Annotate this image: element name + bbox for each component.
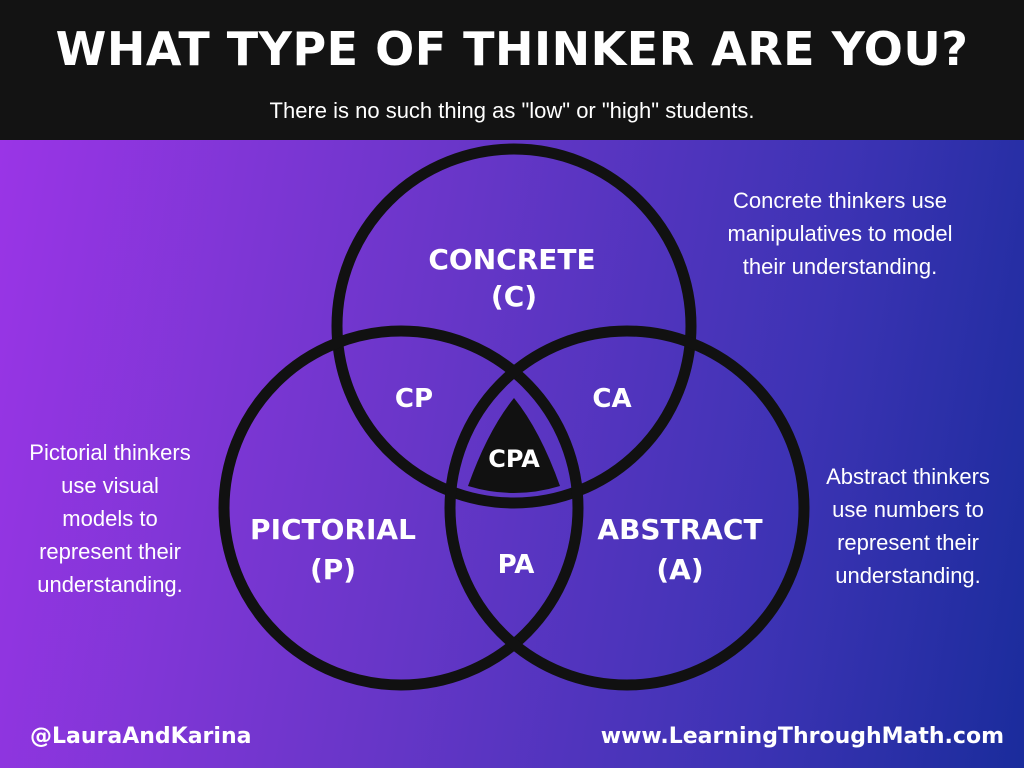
page-title: WHAT TYPE OF THINKER ARE YOU? — [55, 22, 969, 76]
pictorial-description: Pictorial thinkers use visual models to … — [8, 436, 212, 601]
ca-label: CA — [592, 384, 631, 414]
concrete-description: Concrete thinkers use manipulatives to m… — [690, 184, 990, 283]
pictorial-abbr: (P) — [310, 553, 356, 586]
pictorial-description-line: Pictorial thinkers — [29, 440, 191, 465]
header-bar: WHAT TYPE OF THINKER ARE YOU? There is n… — [0, 0, 1024, 140]
cpa-label: CPA — [488, 445, 540, 473]
social-handle: @LauraAndKarina — [30, 724, 252, 749]
website-url: www.LearningThroughMath.com — [600, 724, 1004, 749]
concrete-description-line: manipulatives to model — [727, 221, 953, 246]
pa-label: PA — [498, 550, 535, 580]
pictorial-description-line: represent their — [39, 539, 181, 564]
abstract-description-line: understanding. — [835, 563, 981, 588]
abstract-description-line: represent their — [837, 530, 979, 555]
cpa-region-fill — [468, 398, 560, 493]
pictorial-description-line: use visual — [61, 473, 159, 498]
pictorial-label: PICTORIAL — [250, 513, 416, 546]
concrete-description-line: Concrete thinkers use — [733, 188, 947, 213]
pictorial-description-line: understanding. — [37, 572, 183, 597]
concrete-circle — [331, 143, 697, 509]
abstract-abbr: (A) — [656, 553, 703, 586]
cp-label: CP — [395, 384, 433, 414]
concrete-abbr: (C) — [491, 280, 537, 313]
abstract-description-line: use numbers to — [832, 497, 984, 522]
page-subtitle: There is no such thing as "low" or "high… — [269, 98, 755, 123]
abstract-description: Abstract thinkers use numbers to represe… — [808, 460, 1008, 592]
concrete-description-line: their understanding. — [742, 254, 938, 279]
concrete-label: CONCRETE — [428, 243, 595, 276]
pictorial-description-line: models to — [62, 506, 158, 531]
abstract-description-line: Abstract thinkers — [826, 464, 990, 489]
pictorial-circle — [218, 325, 584, 691]
abstract-label: ABSTRACT — [597, 513, 762, 546]
abstract-circle — [444, 325, 810, 691]
